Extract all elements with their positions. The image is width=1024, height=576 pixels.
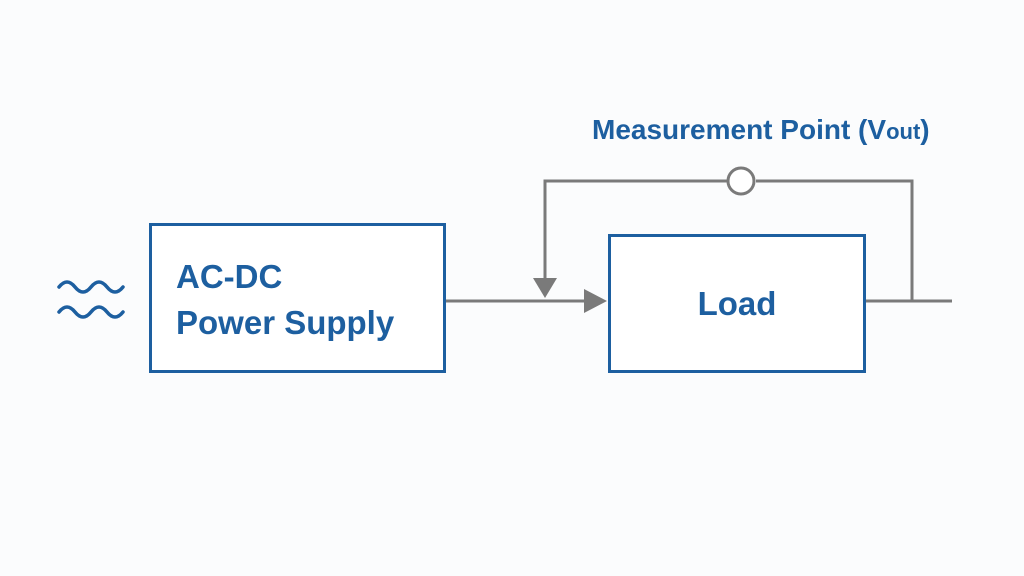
load-block: Load xyxy=(608,234,866,373)
power-supply-label: AC-DC Power Supply xyxy=(176,254,394,346)
measurement-return-arrow xyxy=(533,278,557,298)
measurement-loop-wire xyxy=(756,179,914,301)
power-supply-label-line2: Power Supply xyxy=(176,304,395,341)
open-circle-icon xyxy=(726,166,756,196)
measurement-return-wire xyxy=(543,179,727,282)
ac-waves-icon xyxy=(57,280,125,319)
load-input-arrow xyxy=(584,289,607,313)
ac-dc-power-supply-block: AC-DC Power Supply xyxy=(149,223,446,373)
load-label: Load xyxy=(697,284,777,322)
measurement-point-label: Measurement Point (Vout) xyxy=(592,114,930,146)
measurement-label-suffix: ) xyxy=(920,114,930,145)
power-supply-label-line1: AC-DC xyxy=(176,258,283,295)
measurement-label-subscript: out xyxy=(886,119,921,144)
measurement-label-prefix: Measurement Point (V xyxy=(592,114,887,145)
